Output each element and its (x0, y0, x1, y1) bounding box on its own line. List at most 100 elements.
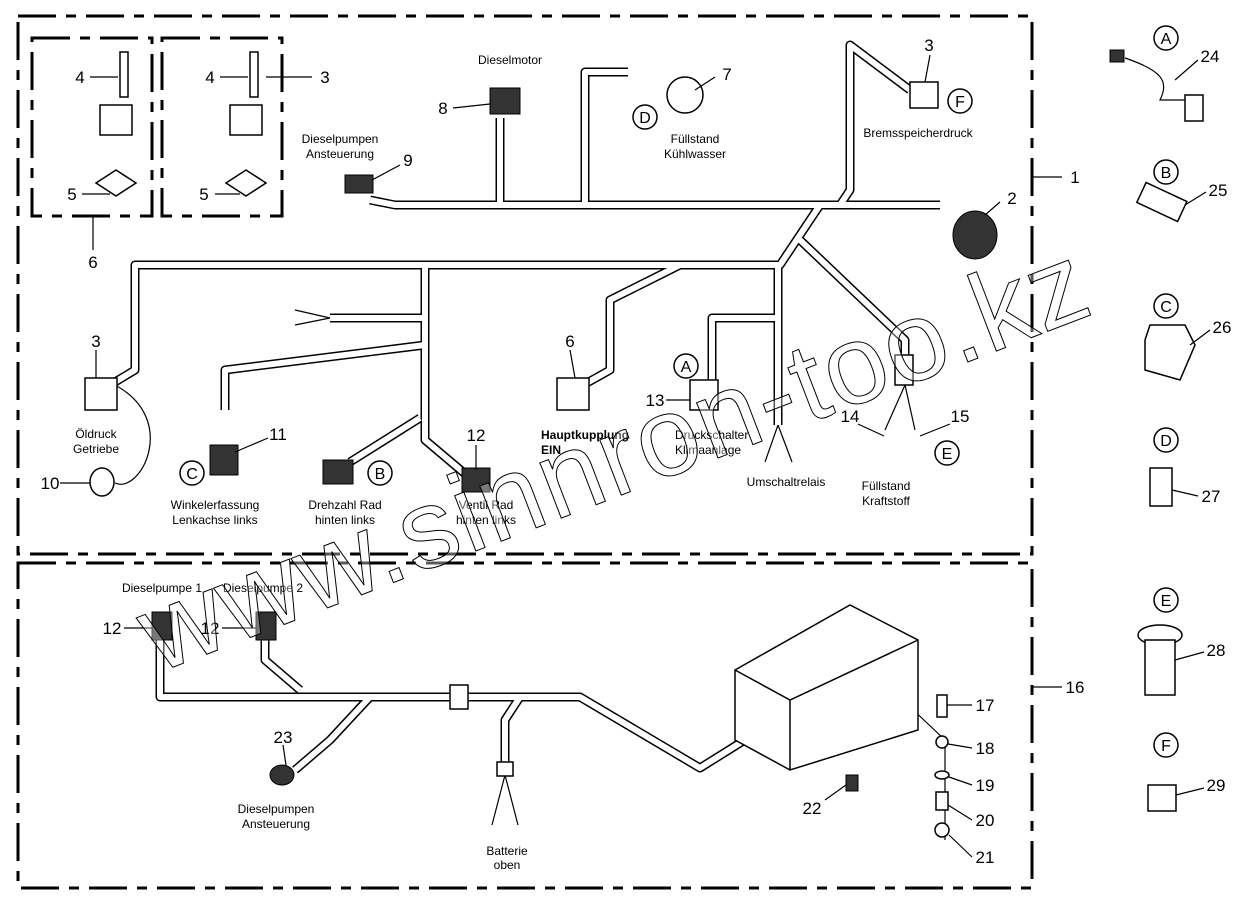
part-number-28: 28 (1207, 641, 1226, 660)
leader-lines (60, 54, 1211, 858)
variant-b-callout: B (367, 460, 393, 486)
part-number-4b: 4 (205, 68, 214, 87)
part-number-5a: 5 (67, 185, 76, 204)
legend-variant-e: E (1153, 587, 1179, 613)
part-number-17: 17 (976, 696, 995, 715)
ac-pressure-switch-connector (689, 379, 719, 411)
part-number-12c: 12 (201, 619, 220, 638)
variant-d-callout: D (632, 104, 658, 130)
part-number-27: 27 (1202, 487, 1221, 506)
label-dieselpumpen-ansteuerung-top-2: Ansteuerung (306, 147, 374, 161)
label-dieselpumpen-ansteuerung-bottom-2: Ansteuerung (242, 817, 310, 831)
part-number-4a: 4 (75, 68, 84, 87)
label-winkelerfassung-2: Lenkachse links (172, 513, 257, 527)
part-number-18: 18 (976, 739, 995, 758)
sensor-24-cable (1124, 57, 1190, 101)
label-fuellstand-kuehlwasser-2: Kühlwasser (664, 147, 726, 161)
fuel-sender-28 (1144, 639, 1176, 696)
labels: Dieselmotor Dieselpumpen Ansteuerung Fül… (73, 53, 974, 872)
svg-text:B: B (1161, 165, 1172, 182)
brake-pressure-switch (909, 81, 939, 109)
variant-f-callout: F (947, 88, 973, 114)
part-number-5b: 5 (199, 185, 208, 204)
control-unit-box (734, 604, 919, 771)
label-ventil-2: hinten links (456, 513, 516, 527)
label-dieselpumpe-1: Dieselpumpe 1 (122, 581, 202, 595)
label-oeldruck-2: Getriebe (73, 442, 119, 456)
fuse-22 (845, 774, 859, 792)
part-number-3a: 3 (320, 68, 329, 87)
part-number-29: 29 (1207, 776, 1226, 795)
label-drehzahl-2: hinten links (315, 513, 375, 527)
legend-variant-d: D (1153, 427, 1179, 453)
sensor-24 (1109, 49, 1125, 63)
sensor-26 (1144, 324, 1196, 381)
svg-text:C: C (186, 466, 198, 483)
valve-connector (461, 467, 491, 493)
seal-5b (224, 169, 268, 197)
oil-pressure-sensor-10 (89, 467, 115, 497)
screw-17 (936, 694, 948, 718)
pressure-switch-6 (99, 104, 133, 136)
sensor-25 (1135, 181, 1188, 223)
part-number-20: 20 (976, 811, 995, 830)
part-number-13: 13 (646, 391, 665, 410)
pressure-switch-3 (229, 104, 263, 136)
svg-text:B: B (375, 466, 386, 483)
sensor-kit-frame-6 (30, 36, 154, 218)
harness-grommet (449, 684, 469, 710)
lower-harness-frame (16, 561, 1034, 890)
label-batterie-1: Batterie (486, 844, 528, 858)
label-hauptkupplung-2: EIN (541, 443, 561, 457)
part-numbers: 4 4 3 5 5 6 8 9 7 3 1 2 3 6 11 12 13 14 … (41, 36, 1232, 867)
svg-text:F: F (955, 94, 965, 111)
legend-variant-c: C (1153, 293, 1179, 319)
legend-variant-b: B (1153, 159, 1179, 185)
fuel-level-connector (894, 354, 914, 386)
label-dieselpumpe-2: Dieselpumpe 2 (223, 581, 303, 595)
upper-wiring-harness (112, 40, 940, 485)
speed-sensor-connector (322, 459, 354, 485)
label-fuellstand-kuehlwasser-1: Füllstand (671, 132, 720, 146)
part-number-7: 7 (722, 65, 731, 84)
variant-e-callout: E (934, 440, 960, 466)
dieselpump-control-connector-23 (269, 764, 295, 786)
sensor-29 (1147, 784, 1177, 812)
variant-letters: D F A C B E A B C D E F (179, 25, 1179, 758)
svg-text:A: A (681, 359, 692, 376)
svg-text:E: E (1161, 593, 1172, 610)
label-hauptkupplung-1: Hauptkupplung (541, 428, 629, 442)
angle-sensor-connector (209, 444, 239, 476)
part-number-16: 16 (1066, 678, 1085, 697)
part-number-11: 11 (269, 425, 287, 444)
part-number-3c: 3 (91, 332, 100, 351)
label-fuellstand-kraftstoff-1: Füllstand (862, 479, 911, 493)
label-oeldruck-1: Öldruck (75, 427, 117, 441)
legend-variant-a: A (1153, 25, 1179, 51)
dieselpump-control-connector (344, 174, 374, 194)
label-winkelerfassung-1: Winkelerfassung (171, 498, 260, 512)
dieselpump-1-connector (151, 611, 173, 641)
part-number-24: 24 (1201, 47, 1220, 66)
sensor-27 (1149, 467, 1173, 507)
nut-21 (934, 822, 950, 838)
label-batterie-2: oben (494, 858, 521, 872)
part-number-1: 1 (1070, 168, 1079, 187)
part-number-21: 21 (976, 848, 995, 867)
label-druckschalter-1: Druckschalter (675, 428, 748, 442)
main-round-connector (952, 210, 998, 260)
svg-text:F: F (1161, 738, 1171, 755)
svg-text:D: D (1160, 433, 1172, 450)
part-number-9: 9 (403, 151, 412, 170)
label-bremsspeicherdruck: Bremsspeicherdruck (863, 126, 973, 140)
washer-19 (934, 770, 950, 780)
part-number-15: 15 (951, 407, 970, 426)
lower-wiring-harness (155, 640, 946, 840)
part-number-23: 23 (274, 728, 293, 747)
part-number-3b: 3 (924, 36, 933, 55)
legend-variant-f: F (1153, 732, 1179, 758)
part-number-19: 19 (976, 776, 995, 795)
part-number-8: 8 (438, 99, 447, 118)
washer-18 (935, 735, 949, 749)
part-number-6b: 6 (565, 332, 574, 351)
